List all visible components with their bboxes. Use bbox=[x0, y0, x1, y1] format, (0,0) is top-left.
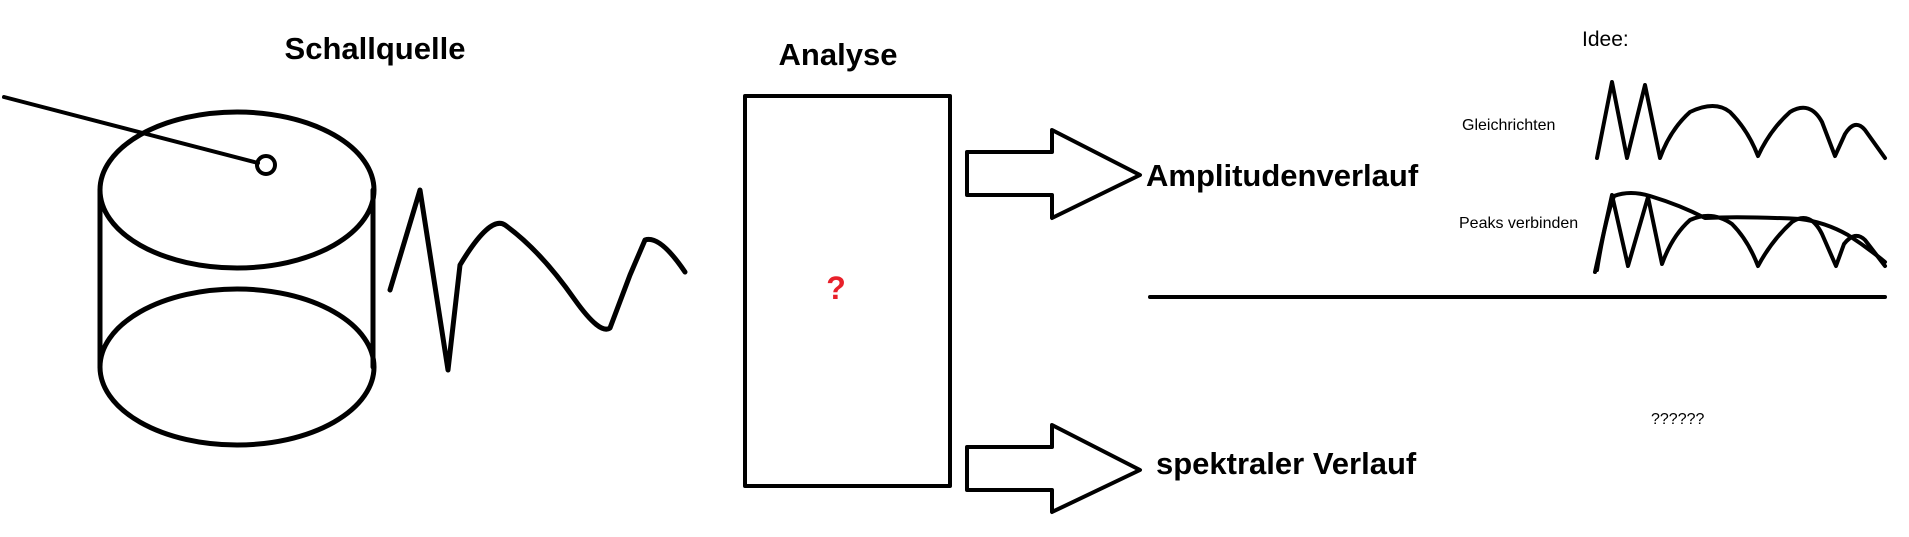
peaks-envelope bbox=[1595, 191, 1887, 272]
arrow-amplitude bbox=[965, 128, 1142, 220]
drum-icon bbox=[97, 109, 377, 448]
drumstick-icon bbox=[2, 95, 277, 176]
analysis-box bbox=[743, 94, 952, 488]
arrow-spectral bbox=[965, 423, 1142, 514]
rectified-wave bbox=[1595, 80, 1887, 160]
step-rectify-label: Gleichrichten bbox=[1462, 117, 1555, 134]
sound-wave bbox=[387, 187, 688, 373]
output-amplitude-label: Amplitudenverlauf bbox=[1146, 158, 1419, 193]
output-spectral-label: spektraler Verlauf bbox=[1156, 446, 1417, 481]
peaks-wave bbox=[1593, 193, 1887, 274]
idea-title: Idee: bbox=[1582, 28, 1629, 51]
analysis-title: Analyse bbox=[779, 37, 898, 72]
analysis-unknown-mark: ? bbox=[826, 270, 846, 306]
step-connect-peaks-label: Peaks verbinden bbox=[1459, 215, 1578, 232]
unknown-spectral-label: ?????? bbox=[1651, 411, 1704, 428]
source-title: Schallquelle bbox=[285, 31, 466, 66]
